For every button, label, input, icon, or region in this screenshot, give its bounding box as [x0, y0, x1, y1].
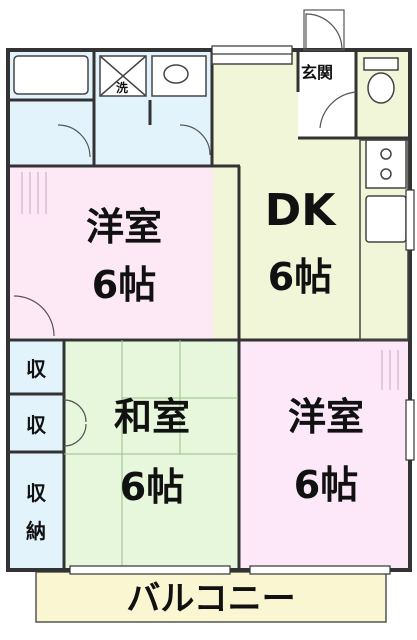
storage-door-arc-2 — [63, 423, 87, 447]
toilet-door-arc — [319, 91, 357, 129]
japanese-room-label: 和室 — [114, 395, 190, 439]
washroom-label: 洗 — [116, 80, 128, 95]
storage-2-label: 収 — [26, 413, 47, 437]
entry-door-frame — [303, 9, 345, 51]
window-bottom-1 — [69, 565, 231, 575]
balcony-label: バルコニー — [126, 579, 295, 619]
toilet-bowl — [367, 72, 395, 104]
stove — [365, 139, 407, 189]
wr1-door-arc — [13, 295, 55, 337]
storage-column — [10, 340, 64, 568]
shower-pan-diag-2 — [99, 55, 147, 97]
bathtub — [13, 55, 89, 95]
western-room-2-label: 洋室 — [288, 395, 364, 439]
window-top — [211, 45, 293, 55]
storage-1-label: 収 — [26, 357, 47, 381]
storage-closet-label-1: 収 — [26, 481, 47, 505]
wash-door-arc — [179, 124, 211, 156]
storage-door-arc — [63, 399, 87, 423]
western-room-1-label: 洋室 — [86, 205, 162, 249]
dk-size: 6帖 — [268, 255, 332, 299]
toilet-tank — [363, 57, 399, 71]
entrance-floor — [298, 52, 356, 138]
entry-door-arc — [305, 13, 343, 51]
window-bottom-2 — [249, 565, 391, 575]
stove-burner-1 — [380, 148, 392, 160]
balcony-area — [35, 571, 387, 623]
western-room-1-size: 6帖 — [92, 263, 156, 307]
window-right-1 — [405, 189, 415, 251]
western-room-1-area — [10, 166, 238, 338]
japanese-room-size: 6帖 — [120, 465, 184, 509]
storage-closet-label-2: 納 — [26, 519, 46, 543]
western-room-2-size: 6帖 — [294, 463, 358, 507]
sink-basin — [163, 64, 189, 84]
bath-door-arc — [57, 124, 91, 158]
stove-burner-2 — [380, 168, 392, 180]
kitchen-sink — [365, 195, 407, 243]
western-room-2-area — [240, 340, 408, 568]
window-right-2 — [405, 399, 415, 461]
dk-label: DK — [265, 185, 338, 236]
entrance-label: 玄関 — [301, 63, 333, 82]
